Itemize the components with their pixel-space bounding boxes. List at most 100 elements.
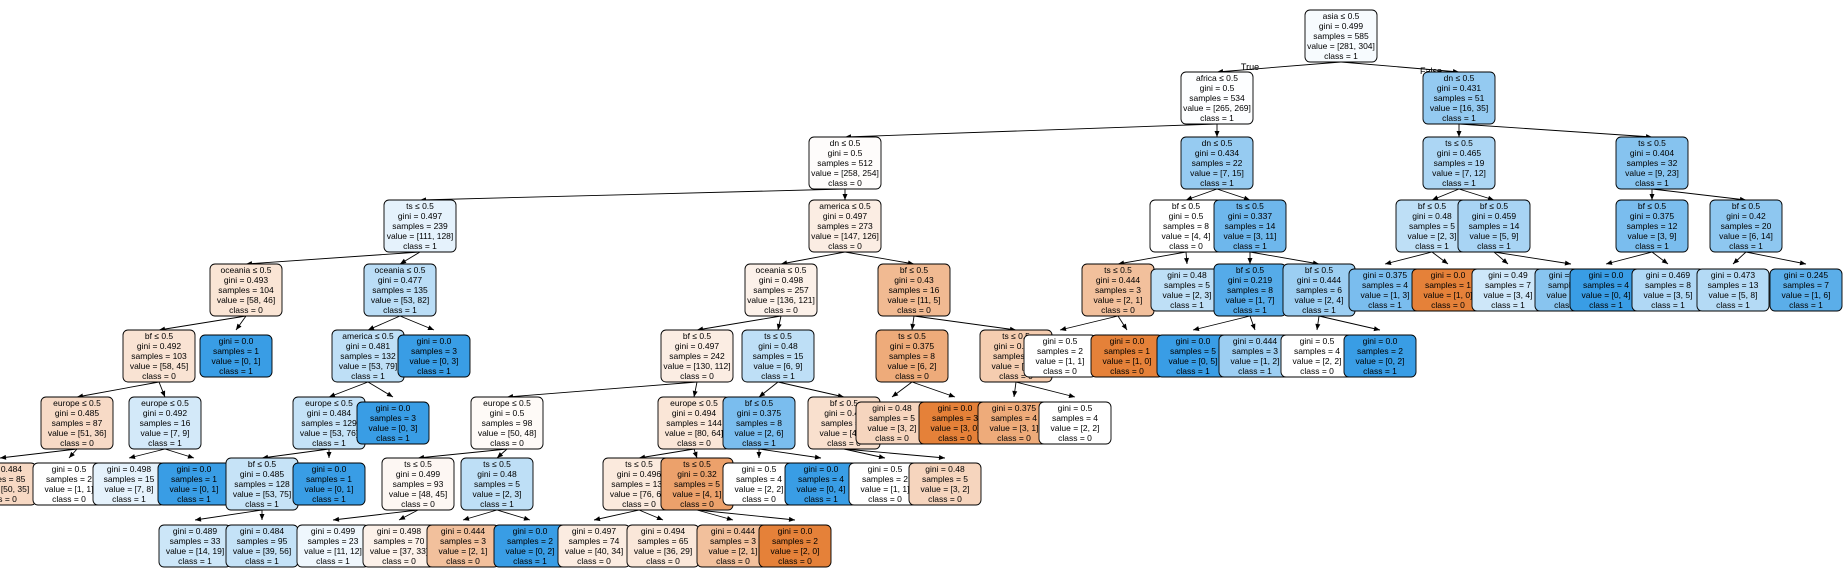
tree-edge-arrowhead (236, 323, 242, 330)
tree-node-box (744, 263, 818, 317)
tree-node-line: class = 0 (868, 494, 902, 504)
tree-node-line: samples = 2 (507, 536, 553, 546)
tree-node-line: value = [53, 79] (339, 361, 397, 371)
tree-node-line: value = [3, 2] (868, 423, 917, 433)
tree-node-box (908, 462, 982, 506)
tree-node-box (209, 263, 283, 317)
tree-node-line: gini = 0.375 (992, 403, 1036, 413)
tree-node-line: value = [2, 4] (1295, 295, 1344, 305)
tree-edge-arrowhead (259, 514, 265, 520)
tree-node-line: value = [7, 8] (105, 484, 154, 494)
tree-node-box (1304, 9, 1378, 63)
tree-node-line: samples = 51 (1434, 93, 1485, 103)
tree-node-line: gini = 0.444 (711, 526, 755, 536)
tree-node-line: bf ≤ 0.5 (1418, 201, 1447, 211)
tree-node-line: samples = 33 (170, 536, 221, 546)
tree-node-line: samples = 2 (862, 474, 908, 484)
tree-node-line: ts ≤ 0.5 (625, 459, 653, 469)
tree-node-line: bf ≤ 0.5 (248, 459, 277, 469)
tree-node-line: value = [53, 82] (371, 295, 429, 305)
tree-edge-arrowhead (1432, 195, 1439, 201)
tree-node-line: gini = 0.0 (376, 403, 411, 413)
tree-node-line: samples = 14 (1225, 221, 1276, 231)
tree-node-line: samples = 135 (372, 285, 428, 295)
tree-node-line: gini = 0.5 (490, 408, 525, 418)
tree-node-line: gini = 0.32 (677, 469, 717, 479)
tree-edge-n22-n23 (780, 251, 846, 265)
tree-node-line: class = 0 (828, 178, 862, 188)
tree-node-line: gini = 0.5 (52, 464, 87, 474)
tree-node-box (722, 396, 796, 450)
tree-edge-arrowhead (1250, 323, 1256, 330)
tree-node-line: gini = 0.492 (143, 408, 187, 418)
tree-node-line: gini = 0.5 (868, 464, 903, 474)
tree-node-line: gini = 0.0 (417, 336, 452, 346)
tree-node-line: value = [2, 6] (735, 428, 784, 438)
tree-node-line: bf ≤ 0.5 (1236, 265, 1265, 275)
tree-node-line: value = [0, 5] (1169, 356, 1218, 366)
tree-node-line: class = 1 (1200, 113, 1234, 123)
tree-node-line: gini = 0.5 (828, 148, 863, 158)
tree-node-line: bf ≤ 0.5 (1172, 201, 1201, 211)
tree-node-line: oceania ≤ 0.5 (756, 265, 807, 275)
tree-node-line: samples = 512 (817, 158, 873, 168)
tree-node-line: gini = 0.0 (312, 464, 347, 474)
tree-node-line: gini = 0.0 (804, 464, 839, 474)
tree-node-line: samples = 5 (674, 479, 720, 489)
tree-node-line: class = 0 (1101, 305, 1135, 315)
tree-node-line: value = [0, 1] (212, 356, 261, 366)
tree-node-line: samples = 139 (611, 479, 667, 489)
tree-node-line: samples = 93 (393, 479, 444, 489)
tree-node-line: value = [4, 1] (673, 489, 722, 499)
tree-edge-arrowhead (776, 323, 782, 330)
tree-node-line: class = 1 (1368, 300, 1402, 310)
tree-node-line: class = 0 (897, 305, 931, 315)
tree-edge-arrowhead (523, 515, 530, 521)
tree-node-line: class = 0 (60, 438, 94, 448)
tree-edge-arrowhead (878, 454, 885, 460)
tree-edge-arrowhead (948, 392, 955, 398)
tree-node-line: value = [16, 35] (1430, 103, 1488, 113)
tree-node-line: samples = 4 (1052, 413, 1098, 423)
tree-node-line: class = 1 (1729, 241, 1763, 251)
tree-node-box (1038, 401, 1112, 445)
tree-node-line: value = [5, 3] (992, 361, 1041, 371)
tree-node-line: samples = 95 (237, 536, 288, 546)
tree-node-line: class = 0 (401, 499, 435, 509)
tree-edge-n25-n26 (417, 448, 508, 459)
tree-node-line: value = [1, 6] (1782, 290, 1831, 300)
tree-node-box (758, 524, 832, 568)
tree-node-line: samples = 103 (131, 351, 187, 361)
tree-node-line: bf ≤ 0.5 (830, 398, 859, 408)
tree-node-line: value = [58, 46] (217, 295, 275, 305)
tree-node-line: samples = 3 (440, 536, 486, 546)
tree-node-line: class = 1 (1363, 366, 1397, 376)
tree-node-line: ts ≤ 0.5 (404, 459, 432, 469)
tree-edge-n5-n6 (76, 381, 160, 398)
tree-node-line: class = 1 (804, 494, 838, 504)
tree-node-line: value = [0, 1] (305, 484, 354, 494)
tree-node-line: oceania ≤ 0.5 (375, 265, 426, 275)
tree-node-box (1343, 334, 1417, 378)
tree-node-line: value = [2, 1] (439, 546, 488, 556)
tree-node-line: gini = 0.0 (513, 526, 548, 536)
tree-node-line: class = 1 (742, 438, 776, 448)
tree-node-line: gini = 0.0 (1431, 270, 1466, 280)
tree-node-line: value = [4, 3] (820, 428, 869, 438)
tree-node-line: value = [147, 126] (811, 231, 879, 241)
tree-node-line: gini = 0.48 (477, 469, 517, 479)
tree-node-box (470, 396, 544, 450)
tree-node-line: class = 0 (716, 556, 750, 566)
